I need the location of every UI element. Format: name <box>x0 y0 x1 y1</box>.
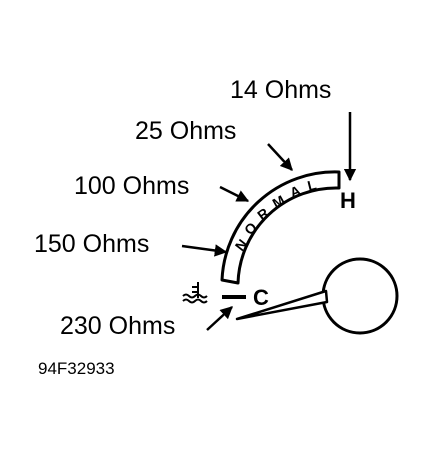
leader-arrow-150-ohms <box>181 244 228 257</box>
leader-arrow-25-ohms <box>267 143 293 171</box>
callout-label-14-ohms: 14 Ohms <box>230 76 331 104</box>
callout-label-150-ohms: 150 Ohms <box>34 230 149 258</box>
callout-label-230-ohms: 230 Ohms <box>60 312 175 340</box>
normal-range-band <box>220 170 341 285</box>
gauge-pivot-circle <box>321 257 399 335</box>
leader-arrow-100-ohms <box>219 185 250 203</box>
figure-id: 94F32933 <box>38 359 115 378</box>
cold-mark: C <box>253 285 269 310</box>
callout-label-25-ohms: 25 Ohms <box>135 117 236 145</box>
gauge-needle <box>235 289 329 321</box>
callout-label-100-ohms: 100 Ohms <box>74 172 189 200</box>
coolant-temperature-icon <box>182 282 208 304</box>
leader-arrow-230-ohms <box>206 306 233 331</box>
hot-mark: H <box>340 188 356 213</box>
